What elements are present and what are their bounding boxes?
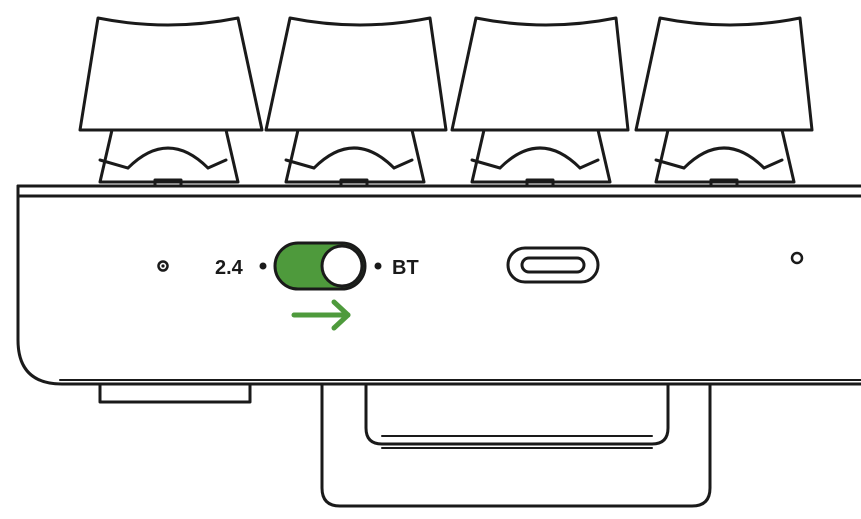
top-plate: [16, 184, 861, 198]
switch-knob[interactable]: [320, 244, 364, 288]
switch-label-24: 2.4: [215, 257, 244, 279]
indicator-dot-icon: [374, 262, 382, 270]
switch-label-bt: BT: [392, 257, 419, 279]
keycap-4: [634, 16, 814, 188]
mode-switch[interactable]: [273, 241, 367, 291]
slide-arrow-icon: [291, 299, 351, 331]
keyboard-body: [16, 184, 861, 386]
keycap-2: [264, 16, 448, 188]
keycap-3: [450, 16, 630, 188]
usb-c-port-icon: [506, 246, 600, 284]
kickstand: [320, 382, 712, 508]
left-foot: [98, 382, 252, 404]
indicator-dot-icon: [259, 262, 267, 270]
keycap-1: [78, 16, 264, 188]
status-led-icon: [157, 260, 169, 272]
right-indicator-icon: [790, 251, 804, 265]
